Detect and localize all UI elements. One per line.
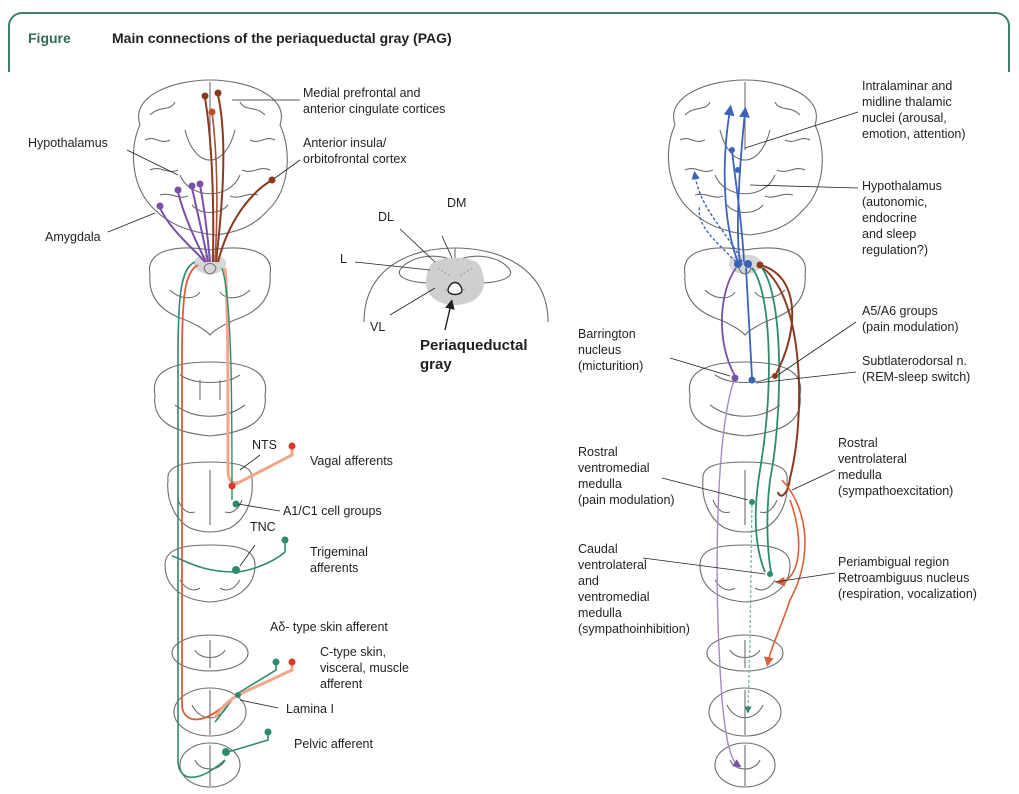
label-intralaminar-2: midline thalamic — [862, 95, 952, 109]
left-caudal-medulla — [164, 544, 256, 603]
label-rvm-2: ventromedial — [578, 461, 650, 475]
right-pathways — [691, 104, 806, 768]
label-nts: NTS — [252, 438, 277, 452]
left-pathways — [156, 89, 296, 779]
label-anterior-insula-2: orbitofrontal cortex — [303, 152, 407, 166]
label-dm: DM — [447, 196, 466, 210]
left-spinal-thoracic — [173, 687, 247, 737]
label-rvlm-1: Rostral — [838, 436, 878, 450]
label-trigeminal-2: afferents — [310, 561, 358, 575]
label-intralaminar-4: emotion, attention) — [862, 127, 966, 141]
label-pelvic: Pelvic afferent — [294, 737, 374, 751]
label-rvlm-4: (sympathoexcitation) — [838, 484, 953, 498]
label-barrington-1: Barrington — [578, 327, 636, 341]
label-hypothalamus-right-1: Hypothalamus — [862, 179, 942, 193]
label-hypothalamus-right-4: and sleep — [862, 227, 916, 241]
label-a5a6-1: A5/A6 groups — [862, 304, 938, 318]
label-periambigual-2: Retroambiguus nucleus — [838, 571, 969, 585]
label-vl: VL — [370, 320, 385, 334]
label-rvm-3: medulla — [578, 477, 622, 491]
left-midbrain — [149, 247, 271, 336]
label-periambigual-3: (respiration, vocalization) — [838, 587, 977, 601]
label-cvlm-6: (sympathoinhibition) — [578, 622, 690, 636]
label-lamina: Lamina I — [286, 702, 334, 716]
label-intralaminar-3: nuclei (arousal, — [862, 111, 947, 125]
label-cvlm-2: ventrolateral — [578, 558, 647, 572]
label-tnc: TNC — [250, 520, 276, 534]
left-labels: Medial prefrontal and anterior cingulate… — [28, 86, 445, 751]
label-vagal-afferents: Vagal afferents — [310, 454, 393, 468]
label-subl-2: (REM-sleep switch) — [862, 370, 970, 384]
label-cvlm-1: Caudal — [578, 542, 618, 556]
label-dl: DL — [378, 210, 394, 224]
label-rvlm-2: ventrolateral — [838, 452, 907, 466]
label-intralaminar-1: Intralaminar and — [862, 79, 952, 93]
label-medial-prefrontal-1: Medial prefrontal and — [303, 86, 420, 100]
label-ctype-2: visceral, muscle — [320, 661, 409, 675]
label-cvlm-5: medulla — [578, 606, 622, 620]
label-periambigual-1: Periambigual region — [838, 555, 949, 569]
label-adelta: Aδ- type skin afferent — [270, 620, 388, 634]
left-spinal-cervical — [171, 634, 249, 672]
label-cvlm-4: ventromedial — [578, 590, 650, 604]
label-hypothalamus-left: Hypothalamus — [28, 136, 108, 150]
label-medial-prefrontal-2: anterior cingulate cortices — [303, 102, 445, 116]
pag-gray-region — [426, 257, 484, 305]
label-a1c1: A1/C1 cell groups — [283, 504, 382, 518]
label-barrington-2: nucleus — [578, 343, 621, 357]
right-label-leaders — [642, 111, 859, 583]
right-labels: Intralaminar and midline thalamic nuclei… — [578, 79, 977, 636]
label-subl-1: Subtlaterodorsal n. — [862, 354, 967, 368]
label-hypothalamus-right-3: endocrine — [862, 211, 917, 225]
label-hypothalamus-right-2: (autonomic, — [862, 195, 927, 209]
label-barrington-3: (micturition) — [578, 359, 643, 373]
label-anterior-insula-1: Anterior insula/ — [303, 136, 387, 150]
label-a5a6-2: (pain modulation) — [862, 320, 959, 334]
left-spinal-sacral — [179, 742, 241, 788]
left-brain-section — [132, 79, 288, 236]
label-trigeminal-1: Trigeminal — [310, 545, 368, 559]
label-rvm-4: (pain modulation) — [578, 493, 675, 507]
figure-label: Figure — [28, 30, 71, 46]
label-hypothalamus-right-5: regulation?) — [862, 243, 928, 257]
label-ctype-3: afferent — [320, 677, 363, 691]
left-pons — [153, 361, 267, 437]
label-pag-2: gray — [420, 356, 452, 373]
label-l: L — [340, 252, 347, 266]
pag-inset: DM DL L VL Periaqueductal gray — [340, 196, 549, 373]
figure-title: Main connections of the periaqueductal g… — [112, 30, 452, 46]
label-amygdala: Amygdala — [45, 230, 101, 244]
label-ctype-1: C-type skin, — [320, 645, 386, 659]
label-pag-1: Periaqueductal — [420, 337, 528, 354]
label-rvlm-3: medulla — [838, 468, 882, 482]
label-rvm-1: Rostral — [578, 445, 618, 459]
figure-frame — [8, 12, 1010, 72]
aqueduct — [447, 281, 463, 296]
left-label-leaders — [107, 99, 301, 709]
left-medulla — [167, 461, 253, 533]
label-cvlm-3: and — [578, 574, 599, 588]
